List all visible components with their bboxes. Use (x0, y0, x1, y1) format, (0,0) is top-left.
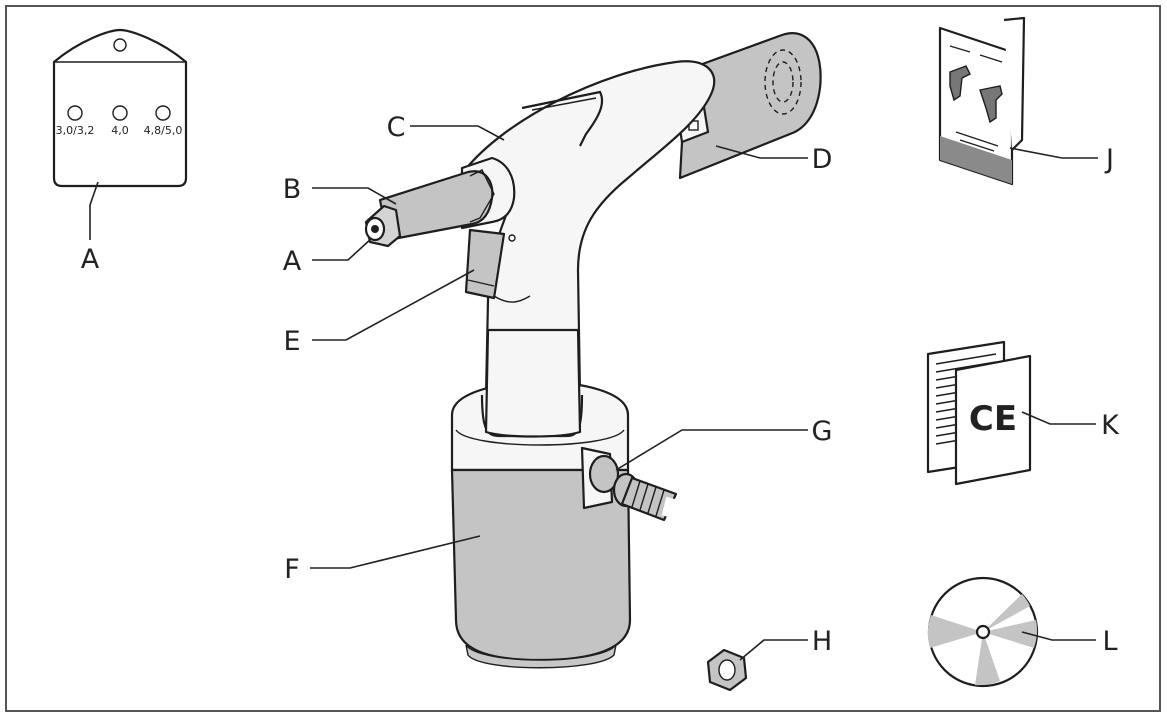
label-a-tool: A (283, 246, 302, 277)
leader-b (312, 187, 397, 205)
air-connector (588, 454, 620, 494)
software-cd (927, 576, 1039, 688)
label-j: J (1104, 144, 1114, 175)
ce-declaration: CE (926, 340, 1032, 486)
rivet-tool (364, 32, 822, 692)
nosepiece-hole-3 (155, 105, 171, 121)
label-l: L (1102, 626, 1117, 657)
leader-l (1021, 631, 1096, 641)
label-k: K (1101, 410, 1120, 441)
leader-d (715, 145, 808, 159)
ce-mark: CE (969, 399, 1017, 439)
nosepiece-hole-1 (67, 105, 83, 121)
nosepiece-hole-2 (112, 105, 128, 121)
nosepiece-size-1: 3,0/3,2 (56, 124, 95, 137)
cylinder (678, 32, 822, 180)
leader-c (410, 125, 505, 141)
leader-e (312, 269, 475, 341)
label-g: G (812, 416, 833, 447)
leader-f (310, 535, 481, 569)
leader-g (615, 429, 808, 471)
nosepiece-holder-plate: 3,0/3,2 4,0 4,8/5,0 (52, 28, 188, 240)
nosepiece-size-3: 4,8/5,0 (144, 124, 183, 137)
label-d: D (812, 144, 833, 175)
operating-manual (938, 16, 1026, 186)
leader-k (1021, 411, 1096, 425)
label-f: F (284, 554, 300, 585)
label-h: H (812, 626, 832, 657)
label-b: B (283, 174, 302, 205)
leader-h (739, 639, 808, 661)
label-e: E (283, 326, 300, 357)
label-a-plate: A (81, 244, 100, 275)
label-c: C (387, 112, 406, 143)
trigger (464, 228, 506, 300)
hose-spring (620, 476, 678, 522)
nosepiece-size-2: 4,0 (111, 124, 129, 137)
leader-a-tool (312, 237, 373, 261)
leader-j (1009, 147, 1098, 159)
